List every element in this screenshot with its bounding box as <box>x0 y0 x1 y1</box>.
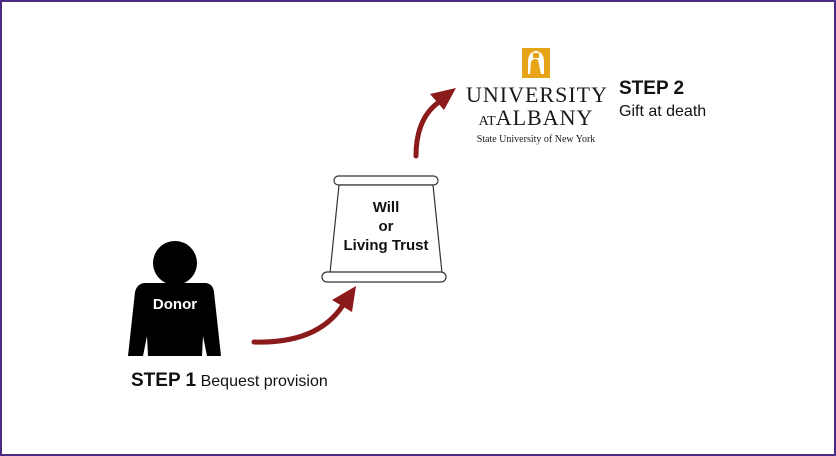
logo-albany-text: ATALBANY <box>466 106 606 134</box>
logo-at-text: AT <box>478 114 496 129</box>
logo-subtitle: State University of New York <box>476 134 596 145</box>
step2-title: STEP 2 <box>619 78 685 99</box>
step2-block: STEP 2 Gift at death <box>619 78 706 121</box>
arrow-donor-to-will <box>251 286 356 345</box>
step2-description: Gift at death <box>619 103 707 120</box>
document-label: Will or Living Trust <box>320 198 452 255</box>
step1-description: Bequest provision <box>200 373 328 390</box>
document-line-will: Will <box>372 199 400 216</box>
scroll-document-icon <box>321 175 447 283</box>
minerva-logo-icon <box>522 48 550 78</box>
logo-university-text: UNIVERSITY <box>466 82 608 107</box>
document-line-living-trust: Living Trust <box>343 237 429 254</box>
step1-block: STEP 1 Bequest provision <box>131 370 328 392</box>
donor-figure-icon <box>128 241 221 356</box>
document-line-or: or <box>378 218 394 235</box>
step1-title: STEP 1 <box>131 370 197 391</box>
university-logo-wordmark: UNIVERSITY ATALBANY <box>466 82 608 134</box>
logo-albany-word: ALBANY <box>495 105 594 130</box>
donor-label: Donor <box>152 296 198 313</box>
arrow-will-to-university <box>413 88 456 159</box>
